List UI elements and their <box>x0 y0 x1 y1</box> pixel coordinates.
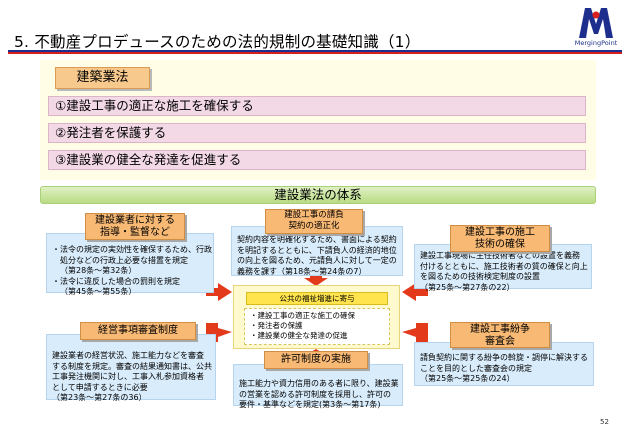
label-line: 技術の確保 <box>475 239 525 250</box>
card-line: 付けるとともに、施工技術者の質の確保と向上 <box>420 261 588 271</box>
label-line: 契約の適正化 <box>288 221 340 231</box>
card-line: 工事発注機関に対し、工事入札参加資格者 <box>52 372 204 381</box>
system-banner: 建設業法の体系 <box>40 186 596 204</box>
card-supervision: ・法令の規定の実効性を確保するため、行政 処分などの行政上必要な措置を規定 （第… <box>46 233 214 296</box>
company-logo: MergingPoint <box>571 8 621 54</box>
goal-item: ③建設業の健全な発達を促進する <box>48 150 586 170</box>
label-dispute: 建設工事紛争 審査会 <box>450 322 550 348</box>
card-line: （第45条〜第55条） <box>60 287 137 296</box>
goal-item: ①建設工事の適正な施工を確保する <box>48 96 586 116</box>
card-line: として申請するときに必要 <box>52 382 148 392</box>
label-line: 建設工事の施工 <box>465 227 535 238</box>
card-line: する制度を規定。審査の結果通知書は、公共 <box>52 361 212 371</box>
card-dispute: 請負契約に関する紛争の斡旋・調停に解決する ことを目的とした審査会の規定 （第2… <box>414 342 594 386</box>
card-permit: 施工能力や資力信用のある者に限り、建設業 の営業を認める許可制度を採用し、許可の… <box>233 364 403 409</box>
card-review: 建設業者の経営状況、施工能力などを審査 する制度を規定。審査の結果通知書は、公共… <box>46 334 216 402</box>
center-purpose-list: ・建設工事の適正な施工の確保 ・発注者の保護 ・建設業の健全な発達の促進 <box>244 308 390 345</box>
card-line: を明記するとともに、下請負人の経済的地位 <box>237 245 397 255</box>
card-line: ことを目的とした審査会の規定 <box>420 363 532 373</box>
card-line: （第23条〜第27条の36） <box>52 393 147 402</box>
arrow-right-icon <box>206 283 232 301</box>
card-line: を図るための技術検定制度の設置 <box>420 272 540 281</box>
label-review: 経営事項審査制度 <box>80 322 196 340</box>
arrow-left-icon <box>402 323 428 342</box>
logo-mark-icon <box>579 8 613 38</box>
law-name-tag: 建築業法 <box>55 67 150 89</box>
card-line: の向上を図るため、元請負人に対して一定の <box>237 256 397 265</box>
label-line: 審査会 <box>485 336 515 347</box>
card-line: の営業を認める許可制度を採用し、許可の <box>239 389 391 399</box>
card-contract: 契約内容を明確化するため、書面による契約 を明記するとともに、下請負人の経済的地… <box>231 226 403 276</box>
label-supervision: 建設業者に対する 指導・監督など <box>85 213 185 240</box>
center-item: ・建設工事の適正な施工の確保 <box>250 311 355 320</box>
label-line: 建設工事の請負 <box>284 210 344 220</box>
card-line: 請負契約に関する紛争の斡旋・調停に解決する <box>420 353 588 362</box>
label-permit: 許可制度の実施 <box>264 351 368 369</box>
label-quality: 建設工事の施工 技術の確保 <box>450 225 550 252</box>
page-title: 5. 不動産プロデュースのための法的規制の基礎知識（1） <box>14 33 421 51</box>
card-line: 処分などの行政上必要な措置を規定 <box>52 255 188 265</box>
logo-text: MergingPoint <box>574 39 618 47</box>
card-line: 建設業者の経営状況、施工能力などを審査 <box>52 351 204 360</box>
center-item: ・建設業の健全な発達の促進 <box>250 330 348 340</box>
header-rule-blue <box>8 50 622 52</box>
label-line: 建設工事紛争 <box>470 324 530 335</box>
card-line: 建設工事現場に主任技術者などの設置を義務 <box>420 251 580 260</box>
page-number: 52 <box>600 418 609 426</box>
card-line: 施工能力や資力信用のある者に限り、建設業 <box>239 379 399 388</box>
arrow-left-icon <box>402 283 428 301</box>
label-line: 建設業者に対する <box>95 215 175 226</box>
label-line: 許可制度の実施 <box>281 354 351 365</box>
header-rule-red <box>8 52 622 54</box>
center-item: ・発注者の保護 <box>250 320 303 330</box>
label-line: 経営事項審査制度 <box>98 325 178 336</box>
card-line: 契約内容を明確化するため、書面による契約 <box>237 235 397 244</box>
label-contract: 建設工事の請負 契約の適正化 <box>265 209 363 234</box>
card-line: 義務を課す（第18条〜第24条の7） <box>237 266 367 276</box>
label-line: 指導・監督など <box>100 227 170 238</box>
card-line: ・法令の規定の実効性を確保するため、行政 <box>52 245 212 254</box>
card-line: （第25条〜第25条の24） <box>420 374 515 383</box>
card-line: （第28条〜第32条） <box>60 266 137 275</box>
card-line: 要件・基準などを規定(第3条〜第17条) <box>239 400 381 409</box>
card-line: （第25条〜第27条の22） <box>420 282 515 292</box>
card-line: ・法令に違反した場合の罰則を規定 <box>52 276 180 286</box>
goal-item: ②発注者を保護する <box>48 123 586 143</box>
center-title: 公共の福祉増進に寄与 <box>246 292 388 305</box>
